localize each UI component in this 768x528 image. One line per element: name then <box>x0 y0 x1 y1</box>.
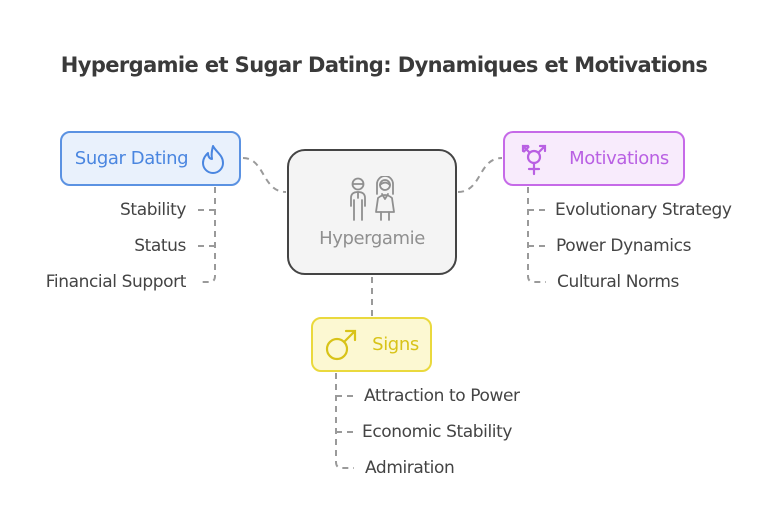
leaf-power-dynamics: Power Dynamics <box>556 236 692 256</box>
leaf-admiration: Admiration <box>365 458 455 478</box>
connector-motivations-trunk <box>527 187 546 283</box>
connector-center-motivations <box>457 157 503 193</box>
leaf-evolutionary-strategy: Evolutionary Strategy <box>555 200 732 220</box>
transgender-symbol-icon <box>522 144 547 175</box>
connector-sugar-trunk <box>198 187 216 283</box>
couple-icon <box>350 175 395 221</box>
leaf-stability: Stability <box>120 200 186 220</box>
connector-signs-trunk <box>335 373 354 469</box>
leaf-financial-support: Financial Support <box>45 272 187 292</box>
node-motivations[interactable]: Motivations <box>503 131 685 186</box>
leaf-economic-stability: Economic Stability <box>362 422 513 442</box>
node-sugar-dating-label: Sugar Dating <box>74 148 189 169</box>
node-hypergamie-label: Hypergamie <box>319 227 425 249</box>
leaf-attraction-to-power: Attraction to Power <box>364 386 520 406</box>
node-hypergamie[interactable]: Hypergamie <box>287 149 457 275</box>
node-motivations-label: Motivations <box>569 148 669 169</box>
male-symbol-icon <box>326 329 357 360</box>
leaf-cultural-norms: Cultural Norms <box>557 272 679 292</box>
diagram-title: Hypergamie et Sugar Dating: Dynamiques e… <box>60 53 708 77</box>
connector-center-sugar <box>242 157 287 193</box>
node-signs-label: Signs <box>372 334 419 355</box>
leaf-status: Status <box>134 236 186 256</box>
node-sugar-dating[interactable]: Sugar Dating <box>60 131 241 186</box>
flame-icon <box>202 144 225 174</box>
node-signs[interactable]: Signs <box>311 317 432 372</box>
